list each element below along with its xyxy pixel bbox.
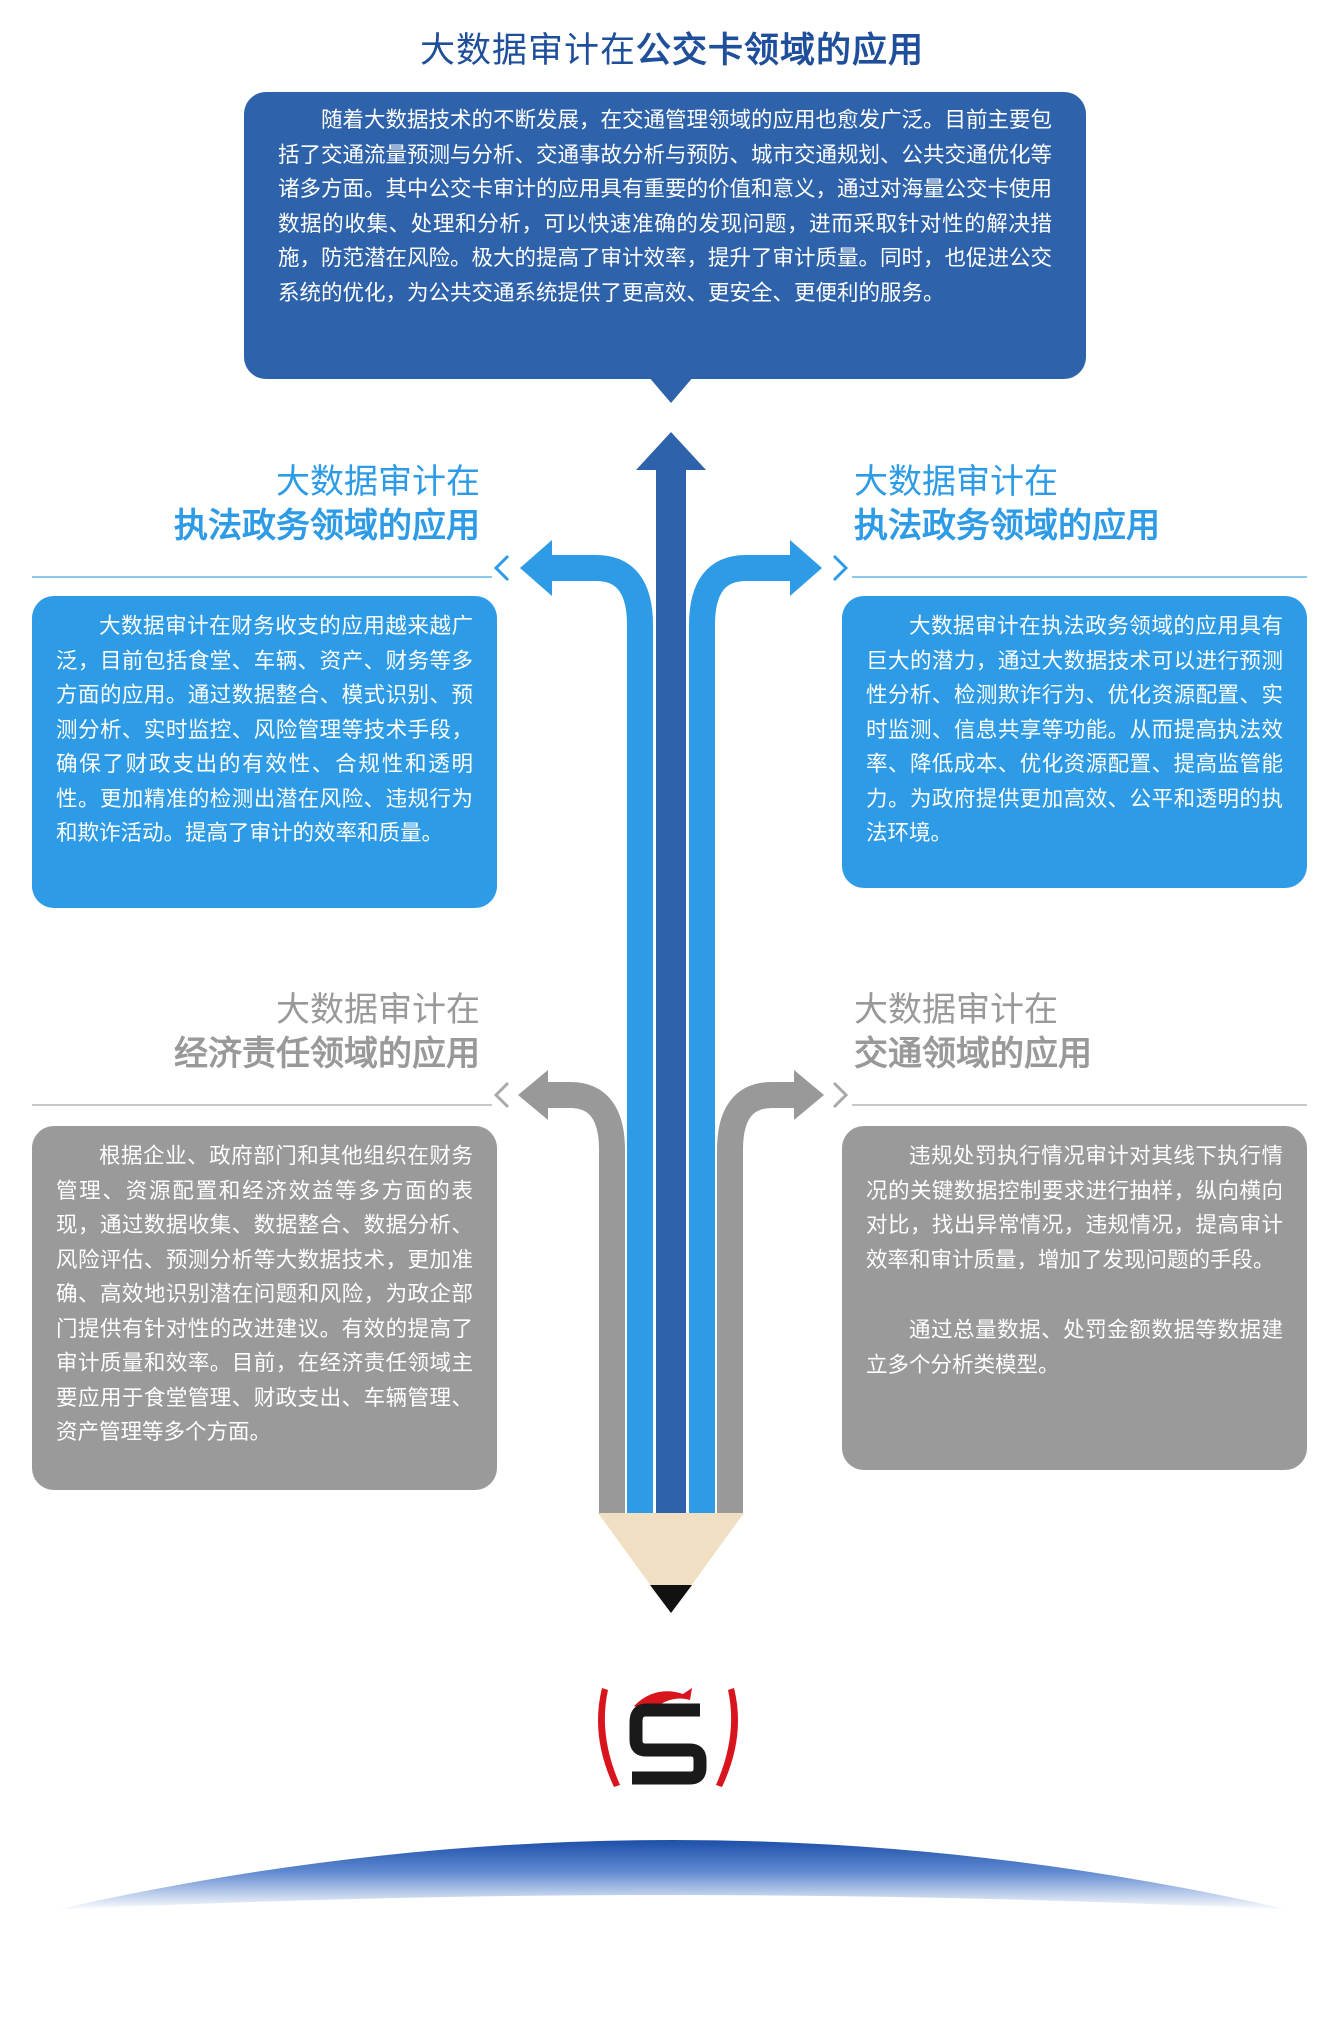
right-lower-text-1: 违规处罚执行情况审计对其线下执行情况的关键数据控制要求进行抽样，纵向横向对比，找… bbox=[866, 1144, 1283, 1273]
pencil-lead bbox=[650, 1585, 692, 1613]
chevron-right-icon bbox=[832, 554, 849, 582]
heading-right-lower: 大数据审计在 交通领域的应用 bbox=[854, 988, 1294, 1076]
heading-left-lower-line1: 大数据审计在 bbox=[276, 990, 480, 1030]
heading-right-lower-line1: 大数据审计在 bbox=[854, 990, 1058, 1030]
top-info-text: 随着大数据技术的不断发展，在交通管理领域的应用也愈发广泛。目前主要包括了交通流量… bbox=[278, 108, 1053, 306]
gray-arrowhead-right bbox=[794, 1070, 824, 1120]
divider-left-upper bbox=[32, 576, 492, 578]
heading-left-upper-line1: 大数据审计在 bbox=[276, 462, 480, 502]
chevron-right-icon bbox=[832, 1081, 849, 1109]
gray-arrowhead-left bbox=[518, 1070, 548, 1120]
divider-left-lower bbox=[32, 1104, 492, 1106]
blue-arrowhead-right bbox=[790, 540, 822, 596]
blue-branch-right bbox=[689, 555, 794, 1515]
right-lower-box: 违规处罚执行情况审计对其线下执行情况的关键数据控制要求进行抽样，纵向横向对比，找… bbox=[842, 1126, 1307, 1470]
heading-left-upper: 大数据审计在 执法政务领域的应用 bbox=[40, 460, 480, 548]
left-upper-box: 大数据审计在财务收支的应用越来越广泛，目前包括食堂、车辆、资产、财务等多方面的应… bbox=[32, 596, 497, 908]
heading-right-lower-line2: 交通领域的应用 bbox=[854, 1034, 1092, 1074]
left-lower-box: 根据企业、政府部门和其他组织在财务管理、资源配置和经济效益等多方面的表现，通过数… bbox=[32, 1126, 497, 1490]
left-lower-text: 根据企业、政府部门和其他组织在财务管理、资源配置和经济效益等多方面的表现，通过数… bbox=[56, 1144, 473, 1445]
chevron-left-icon bbox=[493, 554, 510, 582]
heading-right-upper-line1: 大数据审计在 bbox=[854, 462, 1058, 502]
left-upper-text: 大数据审计在财务收支的应用越来越广泛，目前包括食堂、车辆、资产、财务等多方面的应… bbox=[56, 614, 473, 846]
center-shaft bbox=[656, 468, 686, 1516]
heading-right-upper: 大数据审计在 执法政务领域的应用 bbox=[854, 460, 1294, 548]
page-title-prefix: 大数据审计在 bbox=[419, 31, 636, 71]
right-lower-text-2: 通过总量数据、处罚金额数据等数据建立多个分析类模型。 bbox=[866, 1318, 1283, 1378]
logo-icon bbox=[598, 1688, 738, 1787]
gray-branch-left bbox=[540, 1082, 625, 1515]
chevron-left-icon bbox=[493, 1081, 510, 1109]
divider-right-lower bbox=[852, 1104, 1307, 1106]
page-title-bold: 公交卡领域的应用 bbox=[636, 31, 925, 71]
right-upper-text: 大数据审计在执法政务领域的应用具有巨大的潜力，通过大数据技术可以进行预测性分析、… bbox=[866, 614, 1283, 846]
bottom-arc bbox=[55, 1840, 1290, 1910]
divider-right-upper bbox=[852, 576, 1307, 578]
heading-right-upper-line2: 执法政务领域的应用 bbox=[854, 506, 1160, 546]
pencil-wood bbox=[598, 1513, 744, 1590]
heading-left-lower-line2: 经济责任领域的应用 bbox=[174, 1034, 480, 1074]
heading-left-lower: 大数据审计在 经济责任领域的应用 bbox=[40, 988, 480, 1076]
right-upper-box: 大数据审计在执法政务领域的应用具有巨大的潜力，通过大数据技术可以进行预测性分析、… bbox=[842, 596, 1307, 888]
center-arrowhead bbox=[636, 432, 706, 470]
page-title: 大数据审计在公交卡领域的应用 bbox=[0, 22, 1344, 73]
top-info-box: 随着大数据技术的不断发展，在交通管理领域的应用也愈发广泛。目前主要包括了交通流量… bbox=[244, 92, 1086, 379]
blue-arrowhead-left bbox=[520, 540, 552, 596]
heading-left-upper-line2: 执法政务领域的应用 bbox=[174, 506, 480, 546]
top-box-pointer bbox=[648, 376, 694, 403]
blue-branch-left bbox=[548, 555, 653, 1515]
gray-branch-right bbox=[717, 1082, 802, 1515]
